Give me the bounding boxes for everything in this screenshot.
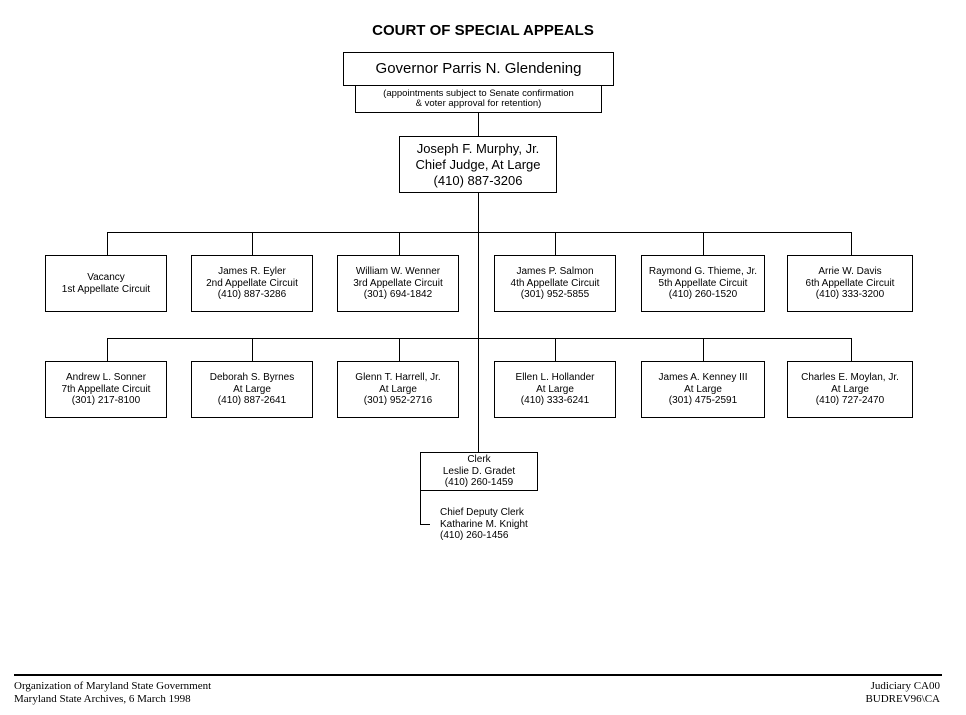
judge-circuit: At Large — [684, 383, 722, 395]
judge-circuit: At Large — [233, 383, 271, 395]
governor-note-line2: & voter approval for retention) — [415, 98, 542, 109]
judge-phone: (410) 887-3286 — [217, 289, 287, 301]
judge-name: Andrew L. Sonner — [65, 372, 147, 384]
judge-circuit: At Large — [831, 383, 869, 395]
connector-line — [107, 338, 851, 339]
judge-circuit: 6th Appellate Circuit — [805, 277, 895, 289]
connector-line — [252, 232, 253, 255]
clerk-box: Clerk Leslie D. Gradet (410) 260-1459 — [420, 452, 538, 491]
connector-line — [851, 232, 852, 255]
judge-box: Ellen L. Hollander At Large (410) 333-62… — [494, 361, 616, 418]
judge-box: James P. Salmon 4th Appellate Circuit (3… — [494, 255, 616, 312]
footer-left-line1: Organization of Maryland State Governmen… — [14, 680, 212, 692]
judge-circuit: At Large — [379, 383, 417, 395]
judge-name: Ellen L. Hollander — [515, 372, 595, 384]
footer-right-line1: Judiciary CA00 — [870, 680, 940, 692]
judge-box: James R. Eyler 2nd Appellate Circuit (41… — [191, 255, 313, 312]
judge-name: James R. Eyler — [218, 266, 286, 278]
judge-name: James A. Kenney III — [658, 372, 748, 384]
judge-box: Glenn T. Harrell, Jr. At Large (301) 952… — [337, 361, 459, 418]
footer-left: Organization of Maryland State Governmen… — [14, 680, 211, 706]
connector-line — [399, 232, 400, 255]
judge-box: James A. Kenney III At Large (301) 475-2… — [641, 361, 765, 418]
judge-phone: (410) 887-2641 — [217, 395, 287, 407]
judge-circuit: 7th Appellate Circuit — [61, 383, 151, 395]
chief-judge-box: Joseph F. Murphy, Jr. Chief Judge, At La… — [399, 136, 557, 193]
connector-line — [703, 338, 704, 361]
judge-circuit: 5th Appellate Circuit — [658, 277, 748, 289]
connector-line — [478, 192, 479, 452]
chief-judge-phone: (410) 887-3206 — [433, 172, 523, 188]
judge-phone: (301) 952-5855 — [520, 289, 590, 301]
connector-line — [107, 232, 851, 233]
connector-line — [555, 338, 556, 361]
judge-box: William W. Wenner 3rd Appellate Circuit … — [337, 255, 459, 312]
footer-right: Judiciary CA00 BUDREV96\CA — [865, 680, 940, 706]
judge-name: James P. Salmon — [516, 266, 594, 278]
clerk-title: Clerk — [467, 454, 491, 466]
footer-right-line2: BUDREV96\CA — [865, 693, 940, 705]
connector-line — [703, 232, 704, 255]
footer-left-line2: Maryland State Archives, 6 March 1998 — [14, 693, 191, 705]
judge-name: William W. Wenner — [355, 266, 441, 278]
judge-circuit: 1st Appellate Circuit — [61, 283, 151, 295]
judge-name: Deborah S. Byrnes — [209, 372, 295, 384]
connector-line — [555, 232, 556, 255]
judge-name: Charles E. Moylan, Jr. — [801, 372, 899, 384]
deputy-clerk-name: Katharine M. Knight — [440, 518, 528, 530]
judge-name: Vacancy — [87, 272, 125, 283]
governor-box: Governor Parris N. Glendening — [343, 52, 614, 86]
judge-box: Charles E. Moylan, Jr. At Large (410) 72… — [787, 361, 913, 418]
connector-line — [107, 232, 108, 255]
judge-phone: (301) 475-2591 — [668, 395, 738, 407]
chief-judge-name: Joseph F. Murphy, Jr. — [416, 140, 540, 156]
judge-box: Vacancy 1st Appellate Circuit — [45, 255, 167, 312]
connector-line — [420, 524, 430, 525]
clerk-name: Leslie D. Gradet — [442, 465, 516, 477]
governor-name: Governor Parris N. Glendening — [375, 60, 582, 77]
judge-box: Raymond G. Thieme, Jr. 5th Appellate Cir… — [641, 255, 765, 312]
judge-name: Glenn T. Harrell, Jr. — [355, 372, 441, 384]
judge-name: Arrie W. Davis — [818, 266, 882, 278]
connector-line — [420, 490, 421, 524]
governor-note-line1: (appointments subject to Senate confirma… — [383, 87, 574, 99]
clerk-phone: (410) 260-1459 — [444, 477, 514, 489]
judge-phone: (410) 333-3200 — [815, 289, 885, 301]
judge-phone: (301) 217-8100 — [71, 395, 141, 407]
connector-line — [851, 338, 852, 361]
judge-circuit: 2nd Appellate Circuit — [206, 277, 298, 289]
judge-phone: (301) 694-1842 — [363, 289, 433, 301]
connector-line — [107, 338, 108, 361]
deputy-clerk-title: Chief Deputy Clerk — [440, 507, 524, 518]
judge-circuit: 3rd Appellate Circuit — [353, 277, 443, 289]
footer-rule — [14, 674, 942, 676]
deputy-clerk-block: Chief Deputy Clerk Katharine M. Knight (… — [440, 507, 528, 542]
judge-box: Andrew L. Sonner 7th Appellate Circuit (… — [45, 361, 167, 418]
judge-box: Deborah S. Byrnes At Large (410) 887-264… — [191, 361, 313, 418]
connector-line — [252, 338, 253, 361]
judge-phone: (410) 260-1520 — [668, 289, 738, 301]
judge-phone: (410) 333-6241 — [520, 395, 590, 407]
connector-line — [399, 338, 400, 361]
governor-note-box: (appointments subject to Senate confirma… — [355, 86, 602, 113]
judge-box: Arrie W. Davis 6th Appellate Circuit (41… — [787, 255, 913, 312]
chart-title: COURT OF SPECIAL APPEALS — [372, 22, 594, 39]
judge-phone: (301) 952-2716 — [363, 395, 433, 407]
judge-circuit: 4th Appellate Circuit — [510, 277, 600, 289]
deputy-clerk-phone: (410) 260-1456 — [440, 530, 509, 541]
connector-line — [478, 113, 479, 136]
judge-name: Raymond G. Thieme, Jr. — [648, 266, 758, 278]
judge-circuit: At Large — [536, 383, 574, 395]
judge-phone: (410) 727-2470 — [815, 395, 885, 407]
chief-judge-title: Chief Judge, At Large — [415, 156, 541, 172]
